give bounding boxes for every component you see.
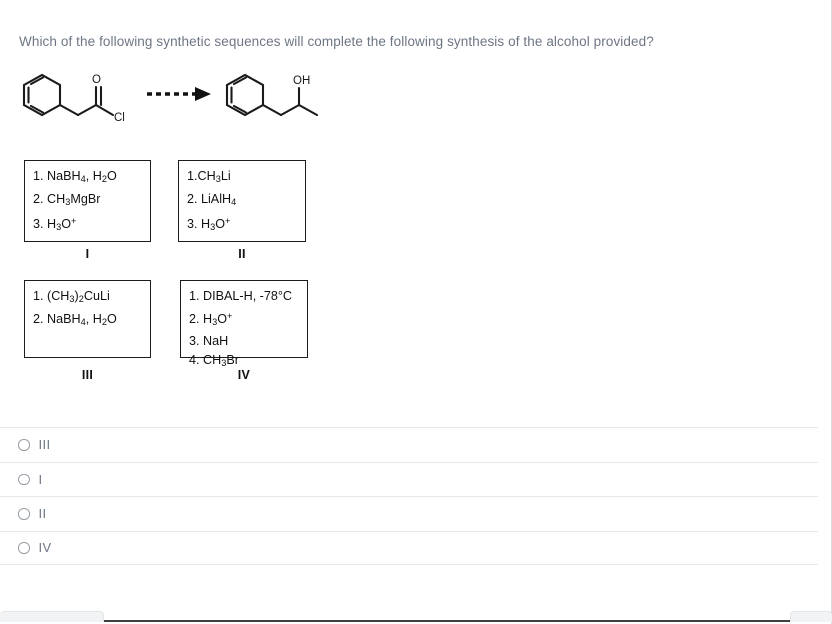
reagent-step: 1.CH3Li (187, 169, 231, 185)
option-box-ii: 1.CH3Li 2. LiAlH4 3. H3O+ (178, 160, 306, 242)
option-box-label-iii: III (81, 368, 94, 382)
reagent-step: 3. H3O+ (33, 216, 77, 232)
radio-button-icon[interactable] (18, 473, 30, 485)
reaction-scheme: O Cl OH (14, 63, 334, 129)
option-box-label-iv: IV (237, 368, 251, 382)
reagent-step: 3. H3O+ (187, 216, 231, 232)
reagent-step: 3. NaH (189, 333, 229, 348)
option-box-iii: 1. (CH3)2CuLi 2. NaBH4, H2O (24, 280, 151, 358)
option-box-label-ii: II (238, 247, 246, 261)
answer-choice-iii[interactable]: III (0, 427, 818, 462)
reaction-scheme-svg: O Cl OH (22, 73, 319, 124)
answer-choice-i[interactable]: I (0, 461, 818, 497)
option-box-label-i: I (85, 247, 90, 261)
carbonyl-oxygen-label: O (92, 74, 101, 86)
reagent-step: 2. H3O+ (189, 310, 233, 327)
page-title: Which of the following synthetic sequenc… (19, 34, 654, 49)
hydroxyl-label: OH (293, 75, 310, 87)
reagent-step: 4. CH3Br (189, 353, 239, 369)
option-box-i: 1. NaBH4, H2O 2. CH3MgBr 3. H3O+ (24, 160, 151, 242)
reagent-step: 2. CH3MgBr (33, 191, 101, 207)
answer-choice-label: I (38, 471, 43, 487)
answer-choice-iv[interactable]: IV (0, 530, 818, 565)
option-box-iv: 1. DIBAL-H, -78°C 2. H3O+ 3. NaH 4. CH3Br (180, 280, 308, 368)
reagent-step: 2. NaBH4, H2O (33, 311, 117, 327)
reagent-step: 1. DIBAL-H, -78°C (189, 289, 293, 303)
chlorine-label: Cl (114, 112, 125, 124)
previous-button[interactable] (0, 611, 104, 622)
answer-choice-ii[interactable]: II (0, 496, 818, 531)
answer-choice-label: IV (38, 540, 52, 556)
bottom-divider (0, 620, 832, 622)
answer-choice-label: II (38, 506, 47, 522)
reaction-arrow (147, 87, 211, 101)
answer-choice-label: III (38, 437, 51, 453)
radio-button-icon[interactable] (18, 542, 30, 554)
reagent-step: 1. (CH3)2CuLi (33, 289, 110, 305)
next-button[interactable] (790, 611, 832, 622)
reagent-step: 2. LiAlH4 (187, 191, 237, 207)
radio-button-icon[interactable] (18, 439, 30, 451)
radio-button-icon[interactable] (18, 508, 30, 520)
reagent-step: 1. NaBH4, H2O (33, 169, 117, 185)
